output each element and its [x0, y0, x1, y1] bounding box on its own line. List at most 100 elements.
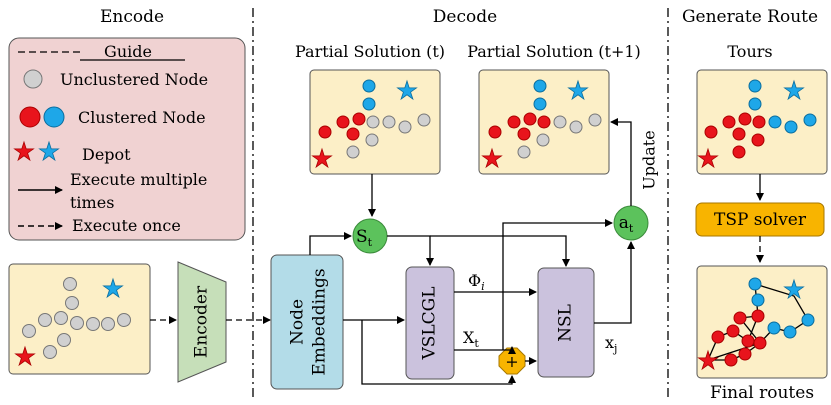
gray-node: [417, 113, 431, 127]
red-node: [352, 112, 366, 126]
red-depot-icon: [697, 349, 719, 371]
red-node: [738, 347, 752, 361]
plus-label: +: [505, 352, 518, 371]
red-node: [751, 133, 765, 147]
input-graph-panel: [8, 263, 151, 375]
gray-node: [569, 120, 583, 134]
gray-node: [38, 313, 52, 327]
gray-node: [70, 316, 84, 330]
blue-node: [748, 79, 762, 93]
blue-node: [751, 293, 765, 307]
vslcgl-label: VSLCGL: [420, 286, 440, 360]
blue-depot-icon: [783, 278, 805, 300]
encoder-block: [177, 261, 227, 383]
arrow-nsl-to-at: [594, 241, 635, 324]
tours-label: Tours: [727, 42, 772, 61]
phi-label: Φi: [468, 271, 485, 293]
red-depot-icon: [14, 345, 36, 367]
red-node: [741, 334, 755, 348]
arrow-st-to-vslcgl: [387, 235, 434, 266]
blue-node: [533, 97, 547, 111]
red-node: [752, 115, 766, 129]
red-node: [751, 309, 765, 323]
blue-node: [748, 277, 762, 291]
gray-node: [101, 317, 115, 331]
update-label: Update: [640, 130, 659, 189]
gray-node: [365, 133, 379, 147]
partial-solution-t-label: Partial Solution (t): [295, 42, 445, 61]
blue-depot-icon: [102, 277, 124, 299]
red-node: [507, 115, 521, 129]
red-depot-icon: [697, 147, 719, 169]
legend-blue-node-icon: [43, 106, 65, 128]
legend-blue-star-icon: [38, 140, 60, 162]
legend-unclustered-node-icon: [23, 69, 43, 89]
blue-node: [767, 321, 781, 335]
arrow-to-at: [502, 219, 613, 350]
blue-node: [362, 79, 376, 93]
blue-node: [783, 325, 797, 339]
gray-node: [588, 113, 602, 127]
arrow-st-to-nsl: [430, 235, 570, 267]
node-embeddings-block: [270, 254, 344, 390]
tours-panel: [696, 69, 828, 175]
blue-node: [362, 97, 376, 111]
nsl-label: NSL: [556, 304, 576, 342]
xj-label: xj: [605, 333, 617, 355]
red-node: [711, 330, 725, 344]
legend-depot-label: Depot: [82, 145, 131, 164]
gray-node: [22, 324, 36, 338]
encode-header: Encode: [100, 7, 164, 27]
blue-node: [784, 120, 798, 134]
tsp-solver-label: TSP solver: [714, 210, 807, 230]
guide-background: [8, 37, 246, 241]
final-routes-label: Final routes: [710, 383, 814, 403]
partial-solution-t-panel: [309, 69, 441, 175]
blue-node: [803, 113, 817, 127]
gray-node: [398, 120, 412, 134]
red-node: [517, 127, 531, 141]
guide-box: Guide Unclustered Node Clustered Node De…: [8, 37, 246, 241]
red-node: [704, 125, 718, 139]
legend-red-star-icon: [13, 140, 35, 162]
red-depot-icon: [311, 147, 333, 169]
red-node: [523, 112, 537, 126]
gray-node: [366, 115, 380, 129]
node-embeddings-label-2: Embeddings: [310, 268, 330, 375]
red-node: [738, 112, 752, 126]
partial-solution-t1-label: Partial Solution (t+1): [467, 42, 641, 61]
red-node: [753, 336, 767, 350]
red-node: [336, 115, 350, 129]
red-node: [537, 115, 551, 129]
red-node: [346, 127, 360, 141]
arrow-update: [610, 118, 632, 206]
blue-depot-icon: [783, 79, 805, 101]
blue-node: [768, 115, 782, 129]
legend-once-label: Execute once: [72, 216, 181, 235]
gray-node: [54, 311, 68, 325]
red-node: [732, 127, 746, 141]
decode-header: Decode: [433, 7, 497, 27]
blue-node: [533, 79, 547, 93]
legend-unclustered-label: Unclustered Node: [60, 70, 208, 89]
guide-title: Guide: [104, 42, 152, 61]
arrow-embeddings-to-plus: [361, 320, 516, 385]
st-label: St: [356, 227, 373, 249]
gray-node: [382, 115, 396, 129]
red-route-path: [707, 315, 761, 361]
red-node: [724, 353, 738, 367]
arrow-embeddings-to-st: [309, 232, 352, 255]
gray-node: [536, 133, 550, 147]
final-routes-panel: [696, 265, 828, 379]
legend-clustered-label: Clustered Node: [78, 108, 206, 127]
generate-route-header: Generate Route: [682, 7, 818, 27]
blue-node: [748, 97, 762, 111]
xt-label: Xt: [463, 328, 479, 350]
gray-node: [43, 345, 57, 359]
encoder-label: Encoder: [192, 285, 212, 358]
blue-depot-icon: [396, 79, 418, 101]
gray-node: [553, 115, 567, 129]
blue-node: [801, 313, 815, 327]
